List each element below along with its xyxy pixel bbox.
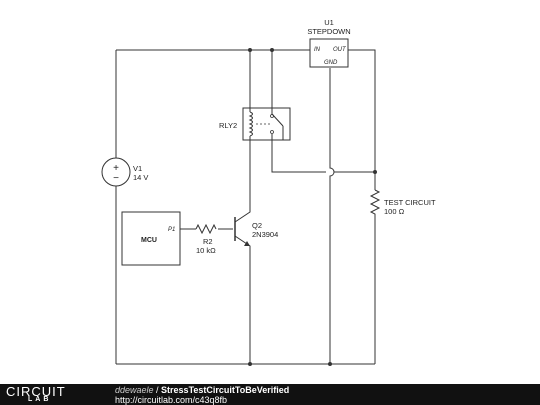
- circuit-url[interactable]: http://circuitlab.com/c43q8fb: [115, 395, 228, 405]
- q2-transistor[interactable]: Q2 2N3904: [234, 205, 278, 252]
- q2-ref-label: Q2: [252, 221, 262, 230]
- circuit-title[interactable]: StressTestCircuitToBeVerified: [161, 385, 290, 395]
- u1-name-label: STEPDOWN: [307, 27, 350, 36]
- relay-coil: [248, 108, 253, 140]
- u1-stepdown[interactable]: U1 STEPDOWN IN OUT GND: [307, 18, 351, 68]
- q2-emitter-arrow: [244, 241, 250, 246]
- wire-u1-out: [348, 49, 376, 190]
- junction-dot: [270, 48, 274, 52]
- u1-pin-gnd: GND: [324, 60, 338, 66]
- junction-dot: [328, 362, 332, 366]
- logo-top-text: CIRCUIT: [6, 384, 66, 399]
- logo-lab-text: LAB: [28, 396, 52, 403]
- mcu-block[interactable]: MCU P1: [121, 211, 181, 266]
- v1-plus-sign: +: [113, 163, 119, 174]
- load-value-label: 100 Ω: [384, 207, 405, 216]
- v1-minus-sign: −: [113, 173, 119, 184]
- footer-bar: CIRCUIT LAB ddewaele / StressTestCircuit…: [0, 384, 540, 405]
- wire-relay-out: [271, 140, 326, 173]
- junction-dot: [248, 48, 252, 52]
- load-name-label: TEST CIRCUIT: [384, 198, 436, 207]
- r2-zigzag: [195, 223, 217, 235]
- v1-value-label: 14 V: [133, 173, 148, 182]
- mcu-pin-label: P1: [168, 227, 175, 233]
- u1-ref-label: U1: [324, 18, 334, 27]
- rly2-ref-label: RLY2: [219, 121, 237, 130]
- junction-dot: [248, 362, 252, 366]
- author-link[interactable]: ddewaele: [115, 385, 154, 395]
- load-zigzag: [369, 189, 381, 222]
- q2-part-label: 2N3904: [252, 230, 278, 239]
- logo-bottom-text: LAB: [6, 396, 51, 403]
- v1-ref-label: V1: [133, 164, 142, 173]
- u1-pin-out: OUT: [333, 47, 347, 53]
- v1-voltage-source[interactable]: + − V1 14 V: [101, 157, 148, 187]
- r2-value-label: 10 kΩ: [196, 246, 216, 255]
- u1-pin-in: IN: [314, 47, 321, 53]
- junction-dot: [373, 170, 377, 174]
- circuitlab-logo[interactable]: CIRCUIT LAB: [6, 384, 94, 404]
- test-circuit-load[interactable]: TEST CIRCUIT 100 Ω: [369, 189, 436, 222]
- q2-collector: [234, 205, 251, 223]
- rly2-relay[interactable]: RLY2: [219, 107, 291, 141]
- footer-title-line: ddewaele / StressTestCircuitToBeVerified: [115, 385, 289, 395]
- wires: [115, 49, 376, 365]
- junctions: [248, 48, 377, 366]
- r2-resistor[interactable]: R2 10 kΩ: [195, 223, 217, 255]
- r2-ref-label: R2: [203, 237, 213, 246]
- schematic-canvas: U1 STEPDOWN IN OUT GND RLY2 + − V1 14 V …: [101, 18, 436, 366]
- mcu-label: MCU: [141, 237, 157, 244]
- wire-u1-gnd: [329, 68, 335, 364]
- title-separator: /: [153, 385, 162, 395]
